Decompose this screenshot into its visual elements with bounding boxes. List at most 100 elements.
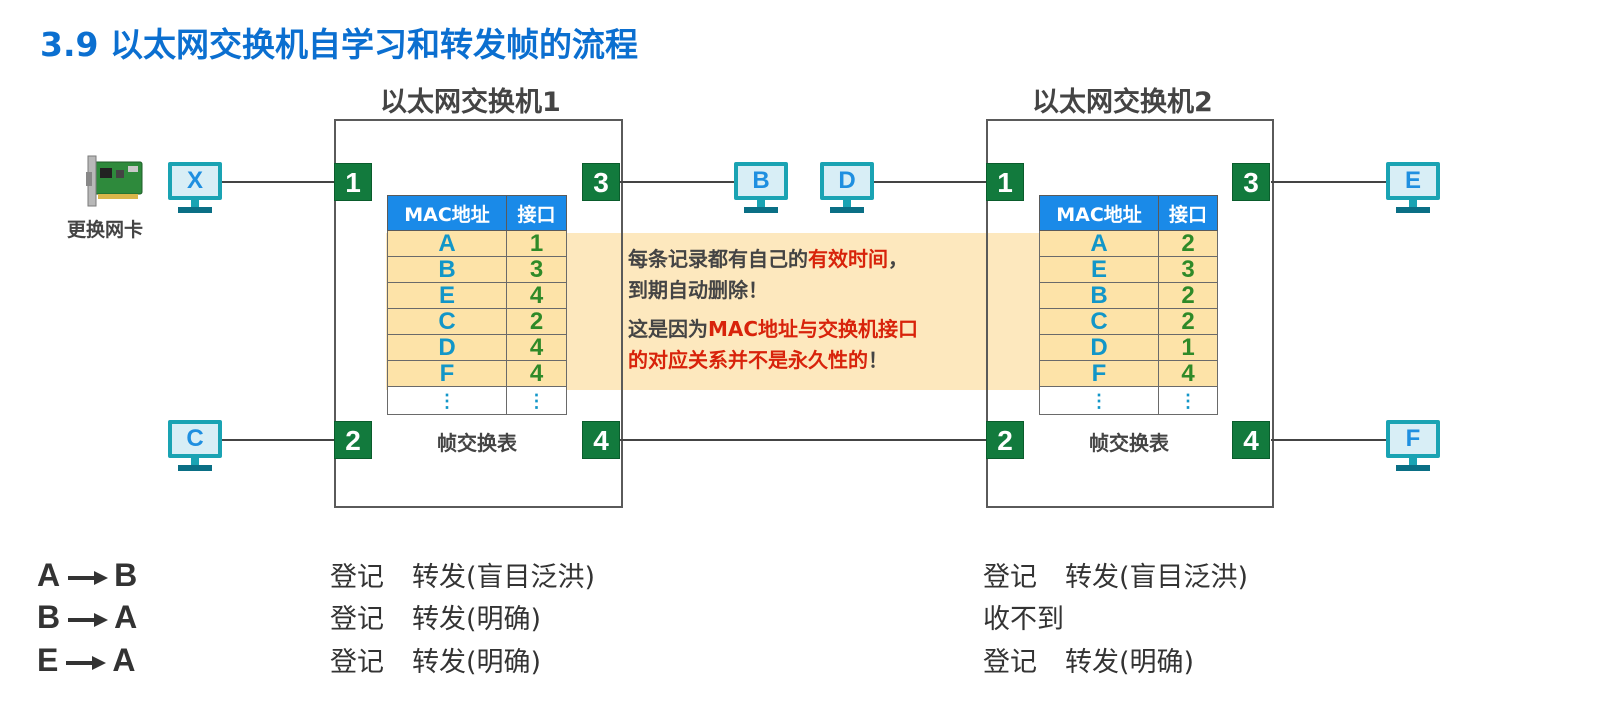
sw1-port-2: 2 — [334, 421, 372, 459]
switch2-action: 登记转发(盲目泛洪) — [983, 555, 1248, 594]
port-header: 接口 — [1158, 195, 1218, 231]
switch1-action: 登记转发(明确) — [330, 597, 541, 636]
port-cell: 4 — [506, 282, 567, 309]
cable-d-sw2p1 — [872, 181, 986, 183]
host-b-label: B — [734, 162, 788, 200]
port-cell: 2 — [1158, 282, 1218, 309]
mac-cell: B — [387, 256, 507, 283]
right-arrow-icon — [68, 612, 109, 627]
host-c: C — [168, 420, 222, 474]
table-row-ellipsis: ⋮⋮ — [1039, 386, 1218, 415]
mac-cell: C — [1039, 308, 1159, 335]
mac-cell: F — [387, 360, 507, 387]
cable-x-sw1p1 — [222, 181, 334, 183]
sw1-port-3: 3 — [582, 163, 620, 201]
host-e-label: E — [1386, 162, 1440, 200]
page-title: 3.9 以太网交换机自学习和转发帧的流程 — [40, 25, 638, 64]
forward-text: 转发(盲目泛洪) — [1065, 562, 1249, 593]
sw1-port-4: 4 — [582, 421, 620, 459]
table-row-ellipsis: ⋮⋮ — [387, 386, 567, 415]
port-cell: 1 — [1158, 334, 1218, 361]
switch1-box — [334, 119, 623, 508]
host-c-label: C — [168, 420, 222, 458]
flow-to: B — [114, 557, 138, 593]
flow-to: A — [112, 642, 136, 678]
sw2-port-2: 2 — [986, 421, 1024, 459]
forward-text: 转发(明确) — [412, 647, 542, 678]
ellipsis-cell: ⋮ — [387, 386, 507, 415]
port-cell: 2 — [1158, 308, 1218, 335]
switch1-table-caption: 帧交换表 — [437, 431, 517, 455]
port-cell: 4 — [506, 334, 567, 361]
port-header: 接口 — [506, 195, 567, 231]
host-e: E — [1386, 162, 1440, 216]
switch1-title: 以太网交换机1 — [380, 87, 561, 118]
flow-from: B — [37, 599, 61, 635]
switch2-box — [986, 119, 1274, 508]
ellipsis-cell: ⋮ — [1158, 386, 1218, 415]
mac-cell: B — [1039, 282, 1159, 309]
mac-cell: C — [387, 308, 507, 335]
port-cell: 3 — [1158, 256, 1218, 283]
mac-cell: F — [1039, 360, 1159, 387]
right-arrow-icon — [66, 655, 107, 670]
host-d-label: D — [820, 162, 874, 200]
flow-from: E — [37, 642, 59, 678]
switch1-action: 登记转发(盲目泛洪) — [330, 555, 595, 594]
mac-header: MAC地址 — [387, 195, 507, 231]
note-line-1: 每条记录都有自己的有效时间， — [628, 247, 908, 271]
note-line-3: 这是因为MAC地址与交换机接口 — [628, 317, 919, 341]
switch2-action: 收不到 — [983, 597, 1092, 636]
cable-sw2p3-e — [1271, 181, 1387, 183]
register-text: 登记 — [983, 562, 1037, 593]
switch2-table-caption: 帧交换表 — [1089, 431, 1169, 455]
flow-from: A — [37, 557, 61, 593]
cable-c-sw1p2 — [222, 439, 334, 441]
register-text: 登记 — [330, 647, 384, 678]
host-f: F — [1386, 420, 1440, 474]
flow-to: A — [114, 599, 138, 635]
note-line-2: 到期自动删除！ — [628, 278, 768, 302]
note-text: 每条记录都有自己的有效时间， 到期自动删除！ 这是因为MAC地址与交换机接口 的… — [628, 244, 918, 376]
cable-sw2p4-f — [1271, 439, 1387, 441]
switch1-action: 登记转发(明确) — [330, 640, 541, 679]
sw2-port-3: 3 — [1232, 163, 1270, 201]
host-f-label: F — [1386, 420, 1440, 458]
host-b: B — [734, 162, 788, 216]
host-x-label: X — [168, 162, 222, 200]
register-text: 登记 — [330, 562, 384, 593]
mac-cell: A — [387, 230, 507, 257]
cable-sw1p3-b — [620, 181, 736, 183]
port-cell: 2 — [1158, 230, 1218, 257]
mac-cell: E — [1039, 256, 1159, 283]
mac-cell: E — [387, 282, 507, 309]
port-cell: 4 — [1158, 360, 1218, 387]
register-text: 收不到 — [983, 604, 1064, 635]
mac-header: MAC地址 — [1039, 195, 1159, 231]
network-card-icon — [86, 155, 143, 207]
ellipsis-cell: ⋮ — [1039, 386, 1159, 415]
port-cell: 3 — [506, 256, 567, 283]
sw1-port-1: 1 — [334, 163, 372, 201]
host-d: D — [820, 162, 874, 216]
ellipsis-cell: ⋮ — [506, 386, 567, 415]
sw2-port-1: 1 — [986, 163, 1024, 201]
host-x: X — [168, 162, 222, 216]
register-text: 登记 — [330, 604, 384, 635]
right-arrow-icon — [68, 570, 109, 585]
note-line-4: 的对应关系并不是永久性的！ — [628, 348, 888, 372]
